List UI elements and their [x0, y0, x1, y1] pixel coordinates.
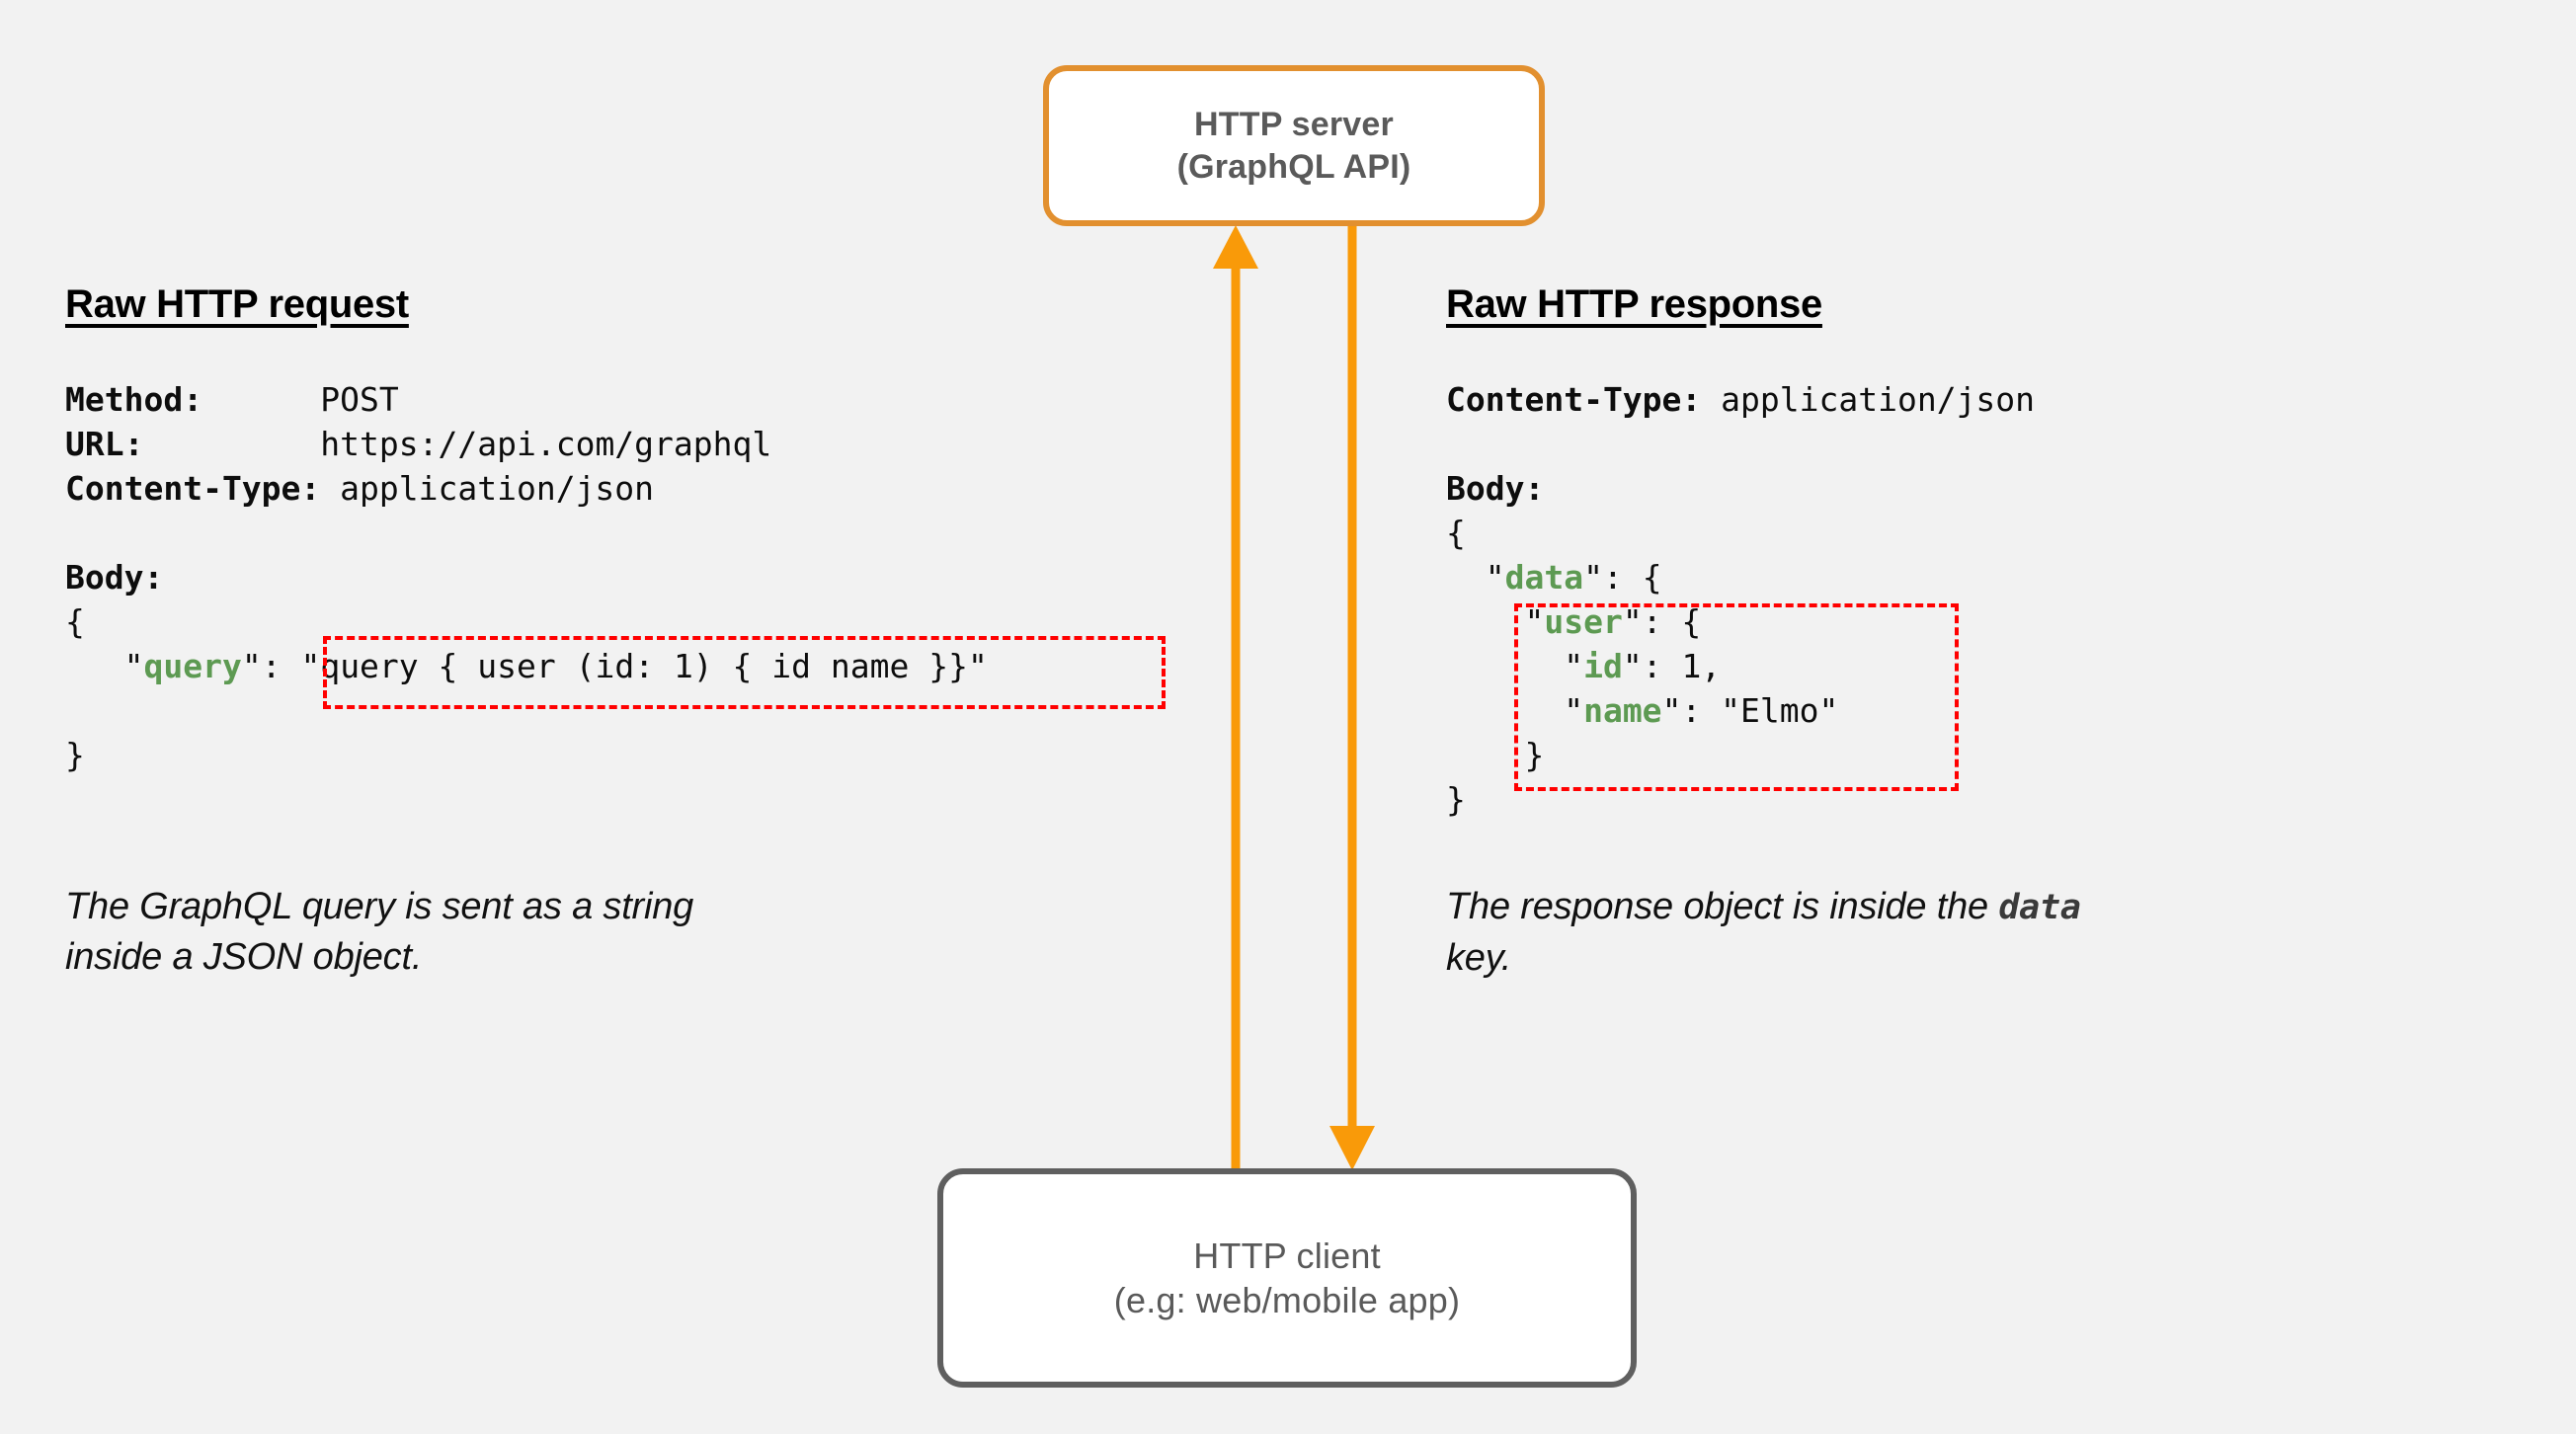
request-body-close-brace: }	[65, 736, 85, 774]
request-field-row: Method: POST	[65, 380, 399, 419]
request-body-label: Body:	[65, 558, 164, 597]
response-data-key: data	[1504, 558, 1584, 597]
response-code-block: Content-Type: application/json Body: { "…	[1446, 377, 2035, 822]
close-brace: }	[1524, 736, 1545, 774]
request-caption: The GraphQL query is sent as a string in…	[65, 886, 694, 978]
response-name-value: "Elmo"	[1721, 691, 1839, 730]
response-content-type-label: Content-Type:	[1446, 380, 1702, 419]
request-field-row: Content-Type: application/json	[65, 469, 654, 508]
response-user-key: user	[1544, 602, 1623, 641]
client-node[interactable]: HTTP client (e.g: web/mobile app)	[937, 1168, 1637, 1388]
response-close-root: }	[1446, 780, 1466, 819]
response-data-row: "data": {	[1446, 558, 1662, 597]
response-content-type-pad	[1701, 380, 1721, 419]
response-id-key: id	[1583, 647, 1623, 685]
request-query-value: "query { user (id: 1) { id name }}"	[300, 647, 988, 685]
request-method-value: POST	[320, 380, 399, 419]
request-arrow	[1213, 225, 1258, 1168]
request-url-pad	[143, 425, 320, 463]
spacer	[65, 511, 988, 555]
response-caption-after: key.	[1446, 937, 1512, 979]
request-method-pad	[202, 380, 320, 419]
client-node-subtitle: (e.g: web/mobile app)	[1113, 1280, 1461, 1320]
response-user-row: "user": {	[1446, 602, 1702, 641]
request-url-label: URL:	[65, 425, 144, 463]
request-body-open-brace: {	[65, 602, 85, 641]
response-name-row: "name": "Elmo"	[1446, 691, 1839, 730]
request-content-type-label: Content-Type:	[65, 469, 321, 508]
request-query-key: query	[143, 647, 242, 685]
response-name-key: name	[1583, 691, 1662, 730]
response-id-row: "id": 1,	[1446, 647, 1722, 685]
request-panel-title: Raw HTTP request	[65, 282, 409, 326]
request-url-value: https://api.com/graphql	[320, 425, 772, 463]
request-method-label: Method:	[65, 380, 203, 419]
response-caption-before: The response object is inside the	[1446, 886, 1999, 927]
response-id-value: 1,	[1681, 647, 1722, 685]
response-field-row: Content-Type: application/json	[1446, 380, 2035, 419]
request-content-type-pad	[320, 469, 340, 508]
response-caption-data-key: data	[1998, 888, 2081, 927]
spacer	[65, 688, 988, 733]
client-node-title: HTTP client	[1193, 1235, 1381, 1276]
response-content-type-value: application/json	[1721, 380, 2036, 419]
response-arrow	[1329, 226, 1375, 1170]
request-content-type-value: application/json	[340, 469, 655, 508]
spacer	[1446, 422, 2035, 466]
quote: "	[241, 647, 262, 685]
response-body-open-brace: {	[1446, 514, 1466, 552]
response-body-label: Body:	[1446, 469, 1545, 508]
quote: "	[123, 647, 144, 685]
response-close-user: }	[1446, 736, 1544, 774]
response-panel-title: Raw HTTP response	[1446, 282, 1822, 326]
server-node-subtitle: (GraphQL API)	[1176, 147, 1411, 186]
request-code-block: Method: POST URL: https://api.com/graphq…	[65, 377, 988, 777]
server-node[interactable]: HTTP server (GraphQL API)	[1043, 65, 1545, 226]
request-body-query-row: "query": "query { user (id: 1) { id name…	[65, 647, 988, 685]
request-field-row: URL: https://api.com/graphql	[65, 425, 771, 463]
colon: :	[261, 647, 301, 685]
server-node-title: HTTP server	[1194, 105, 1394, 143]
response-caption: The response object is inside the data k…	[1446, 882, 2081, 984]
